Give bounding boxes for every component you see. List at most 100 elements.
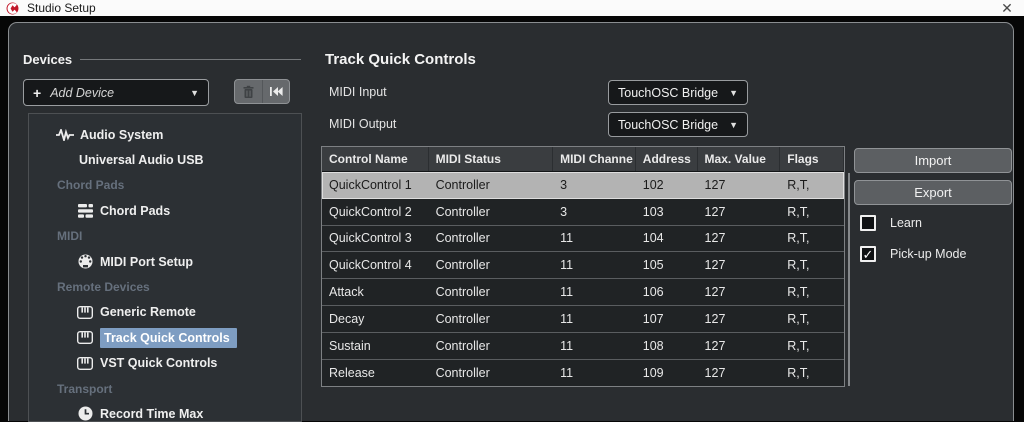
cell-flags: R,T, (787, 204, 810, 219)
sidebar-item-label: MIDI (57, 229, 83, 244)
sidebar-item-label: Remote Devices (57, 280, 150, 295)
cell-max: 127 (704, 258, 726, 273)
midi-output-select[interactable]: TouchOSC Bridge ▼ (608, 112, 748, 137)
table-row-quickcontrol-4[interactable]: QuickControl 4 Controller 11 105 127 R,T, (322, 252, 844, 280)
add-device-button[interactable]: + Add Device ▼ (23, 79, 209, 106)
sidebar-item-label: MIDI Port Setup (100, 254, 194, 269)
learn-option: Learn (860, 215, 922, 231)
cell-status: Controller (435, 258, 490, 273)
cell-status: Controller (435, 285, 490, 300)
sidebar-item-label: VST Quick Controls (100, 356, 218, 371)
cell-name: Decay (329, 311, 365, 326)
devices-label: Devices (23, 51, 73, 67)
keyboard-icon (75, 356, 95, 370)
cell-flags: R,T, (787, 258, 810, 273)
audio-waveform-icon (55, 128, 75, 141)
import-button[interactable]: Import (854, 148, 1012, 173)
cell-max: 127 (704, 338, 726, 353)
cell-address: 107 (642, 311, 664, 326)
learn-checkbox[interactable] (860, 215, 876, 231)
cell-status: Controller (435, 177, 490, 192)
column-header-max-value[interactable]: Max. Value (698, 147, 781, 171)
cell-name: QuickControl 3 (329, 231, 412, 246)
sidebar-item-generic-remote[interactable]: Generic Remote (29, 300, 301, 325)
column-header-control-name[interactable]: Control Name (322, 147, 429, 171)
export-button[interactable]: Export (854, 180, 1012, 205)
close-icon[interactable]: ✕ (1001, 0, 1013, 16)
sidebar-item-audio-system[interactable]: Audio System (29, 122, 301, 147)
collapse-all-icon (269, 87, 283, 96)
title-bar: Studio Setup ✕ (0, 0, 1024, 18)
column-header-flags[interactable]: Flags (780, 147, 844, 171)
cell-max: 127 (704, 204, 726, 219)
pickup-mode-option: ✓ Pick-up Mode (860, 246, 966, 262)
chevron-down-icon: ▼ (190, 87, 199, 98)
cell-name: QuickControl 4 (329, 258, 412, 273)
column-header-midi-status[interactable]: MIDI Status (429, 147, 554, 171)
table-scrollbar[interactable] (848, 173, 850, 386)
cell-name: Sustain (329, 338, 371, 353)
cell-address: 105 (642, 258, 664, 273)
clock-icon (75, 406, 95, 421)
delete-device-button[interactable] (235, 80, 262, 103)
devices-section-header: Devices (23, 51, 301, 67)
trash-icon (243, 85, 254, 98)
cell-status: Controller (435, 365, 490, 380)
cell-flags: R,T, (787, 231, 810, 246)
cell-status: Controller (435, 231, 490, 246)
cell-max: 127 (704, 231, 726, 246)
cell-name: Release (329, 365, 375, 380)
device-toolbar (234, 79, 290, 104)
cell-max: 127 (704, 365, 726, 380)
keyboard-icon (75, 305, 95, 319)
cell-address: 109 (642, 365, 664, 380)
sidebar-category-remote-devices: Remote Devices (29, 274, 301, 299)
cell-flags: R,T, (787, 285, 810, 300)
page-title: Track Quick Controls (325, 51, 476, 68)
cell-address: 108 (642, 338, 664, 353)
cell-max: 127 (704, 177, 726, 192)
sidebar-item-vst-quick-controls[interactable]: VST Quick Controls (29, 351, 301, 376)
chord-pads-icon (75, 203, 95, 218)
sidebar-item-label: Audio System (80, 127, 164, 142)
sidebar-item-universal-audio-usb[interactable]: Universal Audio USB (29, 147, 301, 172)
midi-input-select[interactable]: TouchOSC Bridge ▼ (608, 80, 748, 105)
cell-channel: 11 (560, 231, 574, 246)
cell-max: 127 (704, 311, 726, 326)
pickup-mode-checkbox[interactable]: ✓ (860, 246, 876, 262)
pickup-mode-label: Pick-up Mode (890, 247, 967, 261)
sidebar-category-chord-pads: Chord Pads (29, 173, 301, 198)
sidebar-item-midi-port-setup[interactable]: MIDI Port Setup (29, 249, 301, 274)
collapse-all-button[interactable] (261, 80, 290, 103)
plus-icon: + (33, 84, 42, 101)
sidebar-item-label: Chord Pads (57, 178, 125, 193)
cell-channel: 11 (560, 285, 574, 300)
sidebar-item-label: Track Quick Controls (100, 327, 237, 348)
midi-input-label: MIDI Input (329, 85, 387, 99)
column-header-address[interactable]: Address (636, 147, 698, 171)
learn-label: Learn (890, 216, 922, 230)
chevron-down-icon: ▼ (729, 119, 738, 130)
cell-name: QuickControl 2 (329, 204, 412, 219)
window-title: Studio Setup (27, 1, 96, 15)
sidebar-item-chord-pads[interactable]: Chord Pads (29, 198, 301, 223)
cell-name: QuickControl 1 (329, 177, 412, 192)
cell-channel: 11 (560, 258, 574, 273)
keyboard-icon (75, 331, 95, 345)
column-header-midi-channe[interactable]: MIDI Channe (553, 147, 636, 171)
cell-flags: R,T, (787, 311, 810, 326)
sidebar-item-record-time-max[interactable]: Record Time Max (29, 401, 301, 421)
sidebar-item-label: Record Time Max (100, 406, 204, 421)
sidebar-item-label: Transport (57, 381, 113, 396)
sidebar-item-track-quick-controls[interactable]: Track Quick Controls (29, 325, 301, 350)
